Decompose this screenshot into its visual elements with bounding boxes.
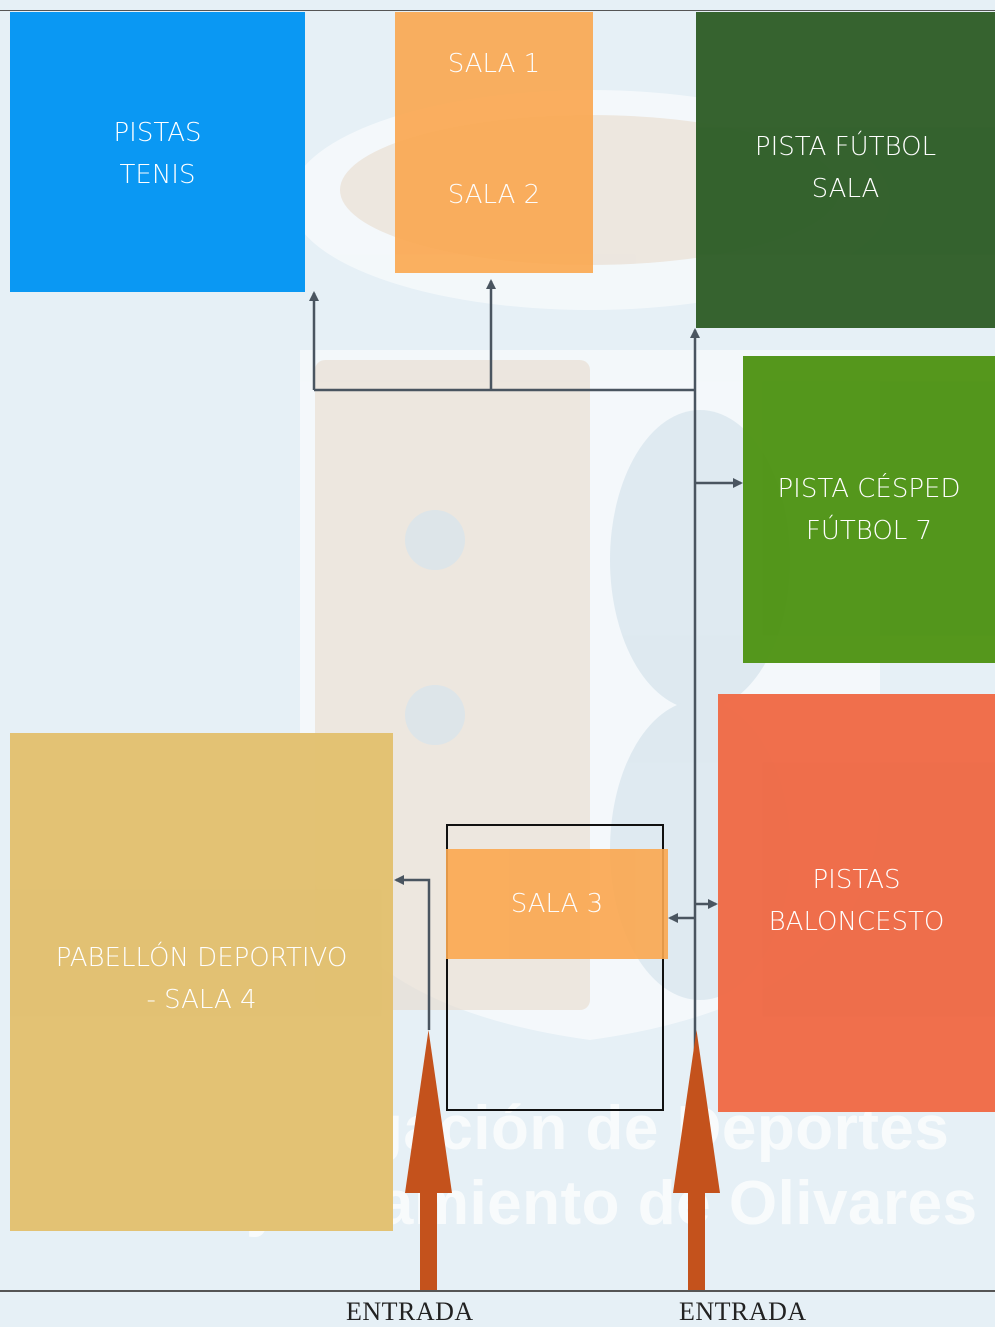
zone-pabellon-line1: PABELLÓN DEPORTIVO (55, 943, 348, 973)
zone-pistas-baloncesto[interactable]: PISTAS BALONCESTO (718, 694, 995, 1112)
zone-pabellon-line2: - SALA 4 (146, 985, 257, 1015)
zone-sala-1-label: SALA 1 (447, 49, 541, 79)
zone-pistas-tenis-line1: PISTAS (113, 118, 202, 148)
zone-sala-3[interactable]: SALA 3 (446, 849, 668, 959)
zone-pistas-tenis-line2: TENIS (119, 160, 196, 190)
zone-baloncesto-line1: PISTAS (812, 865, 901, 895)
entrance-label-right: ENTRADA (679, 1297, 807, 1326)
zone-salas-1-2[interactable]: SALA 1 SALA 2 (395, 12, 593, 273)
bottom-boundary-line (0, 1290, 995, 1292)
zone-pabellon-deportivo[interactable]: PABELLÓN DEPORTIVO - SALA 4 (10, 733, 393, 1231)
zone-pista-futbol-sala[interactable]: PISTA FÚTBOL SALA (696, 12, 995, 328)
entrance-label-left: ENTRADA (346, 1297, 474, 1326)
zone-pista-cesped-futbol-7[interactable]: PISTA CÉSPED FÚTBOL 7 (743, 356, 995, 663)
zone-futbol-sala-line1: PISTA FÚTBOL (754, 132, 937, 162)
zone-pistas-tenis[interactable]: PISTAS TENIS (10, 12, 305, 292)
zone-baloncesto-line2: BALONCESTO (768, 907, 945, 937)
zone-sala-3-label: SALA 3 (510, 889, 604, 919)
building-outline (446, 824, 664, 1111)
zone-cesped-line2: FÚTBOL 7 (805, 516, 933, 546)
zone-futbol-sala-line2: SALA (811, 174, 880, 204)
top-boundary-line (0, 10, 995, 11)
zone-sala-2-label: SALA 2 (447, 180, 541, 210)
zone-cesped-line1: PISTA CÉSPED (777, 474, 961, 504)
